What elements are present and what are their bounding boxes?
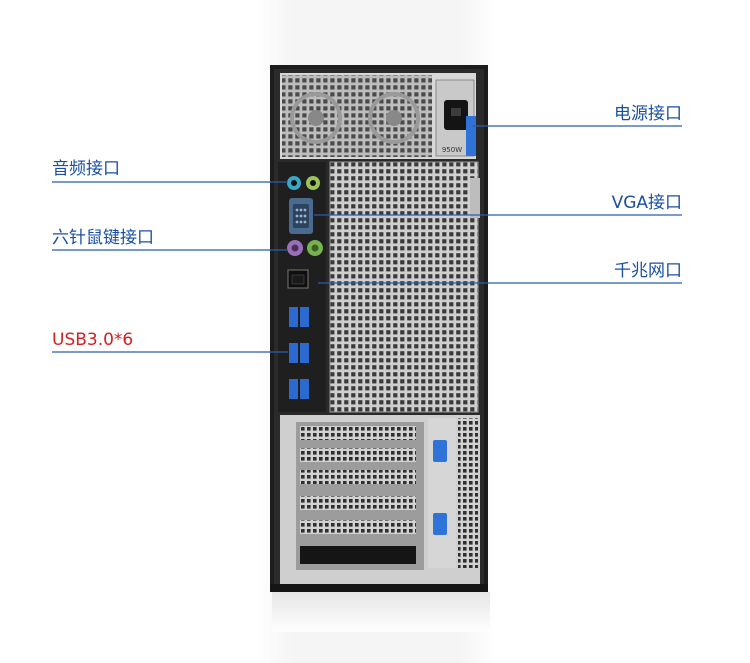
slot-latch-bottom (433, 513, 447, 535)
expansion-slots (280, 415, 480, 585)
usb-ports (289, 307, 309, 399)
vga-port-label: VGA接口 (611, 193, 682, 213)
psu-release-tab (466, 116, 476, 156)
ps2-port-label: 六针鼠键接口 (52, 228, 154, 248)
slot-latch-top (433, 440, 447, 462)
power-port-label: 电源接口 (614, 104, 682, 124)
audio-port-label: 音频接口 (52, 159, 120, 179)
gigabit-lan-label: 千兆网口 (614, 261, 682, 281)
io-panel (278, 162, 326, 412)
callout-lines (52, 125, 682, 353)
floor-reflection (272, 592, 490, 632)
usb-ports-label: USB3.0*6 (52, 330, 134, 350)
rear-vent-grill (330, 162, 478, 412)
power-supply-unit: 950W (280, 73, 476, 159)
psu-wattage-label: 950W (442, 146, 462, 154)
